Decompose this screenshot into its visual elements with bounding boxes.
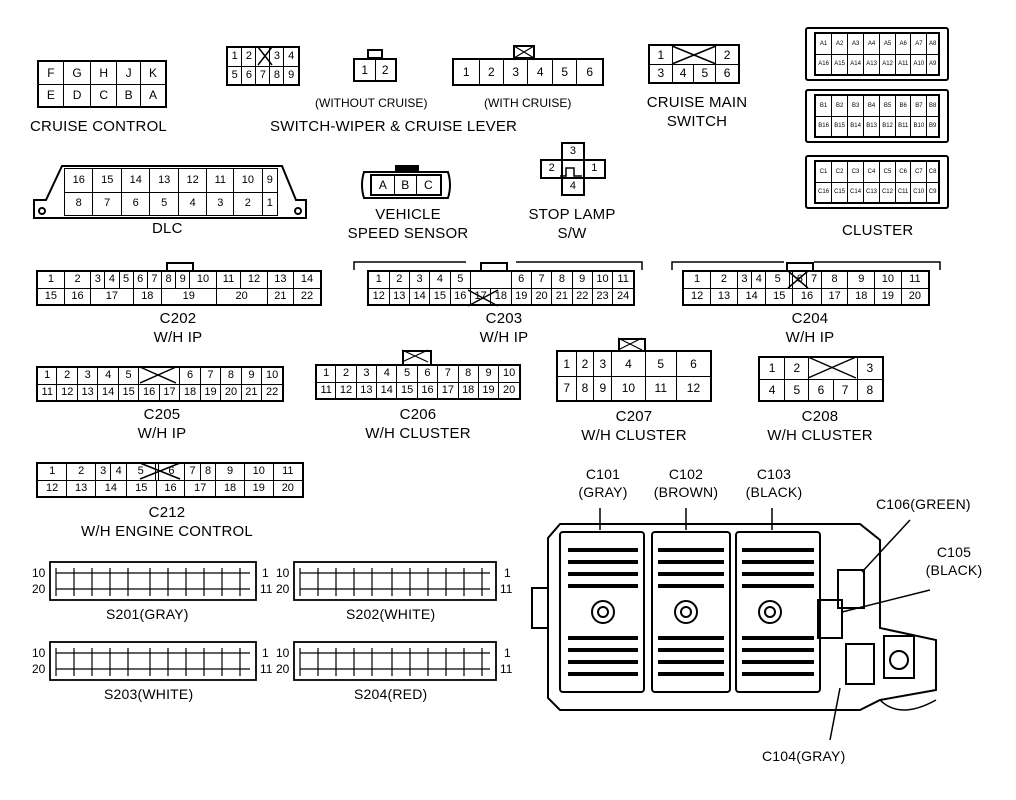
c105-socket	[817, 599, 843, 639]
s204-pin-11: 11	[500, 662, 513, 676]
s203-pin-20: 20	[32, 662, 46, 676]
cluster-label: CLUSTER	[842, 222, 914, 239]
s203-pin-11: 11	[260, 662, 273, 676]
c206-tab-x	[401, 349, 429, 363]
x-mark-c212	[139, 462, 181, 480]
s203-pin-1: 1	[262, 646, 269, 660]
c101-socket	[559, 531, 645, 693]
vss-body	[361, 171, 451, 199]
cruise-control-label: CRUISE CONTROL	[30, 118, 167, 135]
s204-label: S204(RED)	[354, 686, 428, 702]
s203-label: S203(WHITE)	[104, 686, 194, 702]
cruise-main-switch-label: CRUISE MAIN SWITCH	[646, 94, 748, 130]
c103-label: C103(BLACK)	[745, 466, 803, 500]
c207-tab-x	[617, 337, 643, 351]
c106-socket	[837, 569, 865, 609]
s204-pin-20: 20	[276, 662, 290, 676]
s201-body	[49, 561, 257, 601]
s204-body	[293, 641, 497, 681]
s201-pin-1: 1	[262, 566, 269, 580]
x-mark-c204	[787, 270, 809, 289]
switch-wiper-label: SWITCH-WIPER & CRUISE LEVER	[270, 118, 518, 135]
with-cruise-label: (WITH CRUISE)	[484, 96, 572, 110]
s203-pin-10: 10	[32, 646, 46, 660]
s202-pin-10: 10	[276, 566, 290, 580]
c104-label: C104(GRAY)	[762, 748, 846, 764]
c104-socket	[845, 643, 875, 685]
stop-lamp-symbol	[560, 167, 582, 177]
s204-pin-1: 1	[504, 646, 511, 660]
x-mark-c208	[807, 356, 857, 379]
s203-body	[49, 641, 257, 681]
without-cruise-label: (WITHOUT CRUISE)	[315, 96, 428, 110]
stop-lamp-label: STOP LAMP S/W	[528, 206, 616, 242]
s202-pin-11: 11	[500, 582, 513, 596]
s202-label: S202(WHITE)	[346, 606, 436, 622]
x-mark-cruise-main	[671, 45, 717, 65]
s202-pin-20: 20	[276, 582, 290, 596]
splice-packs	[49, 561, 497, 681]
with-cruise-tab	[513, 45, 535, 59]
c202-lock-tab	[166, 262, 194, 272]
c204-lock-tab	[786, 262, 814, 272]
s202-pin-1: 1	[504, 566, 511, 580]
s201-label: S201(GRAY)	[106, 606, 189, 622]
dlc-outline	[33, 165, 307, 219]
without-cruise-tab	[367, 49, 383, 59]
dlc-label: DLC	[152, 220, 183, 237]
c102-socket	[651, 531, 731, 693]
vss-label: VEHICLE SPEED SENSOR	[347, 206, 469, 242]
junction-block-pins	[568, 548, 814, 676]
c203-lock-tab	[480, 262, 508, 272]
c105-label: C105(BLACK)	[925, 544, 983, 578]
x-mark-wiper	[257, 46, 273, 66]
junction-block-outline	[547, 523, 937, 711]
x-mark-c203	[467, 289, 499, 307]
s202-body	[293, 561, 497, 601]
c102-label: C102(BROWN)	[653, 466, 719, 500]
s204-pin-10: 10	[276, 646, 290, 660]
s201-pin-11: 11	[260, 582, 273, 596]
c101-label: C101(GRAY)	[578, 466, 628, 500]
x-mark-c205	[139, 366, 177, 384]
c103-socket	[735, 531, 821, 693]
c106-label: C106(GREEN)	[876, 496, 971, 512]
s201-pin-10: 10	[32, 566, 46, 580]
s201-pin-20: 20	[32, 582, 46, 596]
junction-block	[531, 508, 937, 741]
